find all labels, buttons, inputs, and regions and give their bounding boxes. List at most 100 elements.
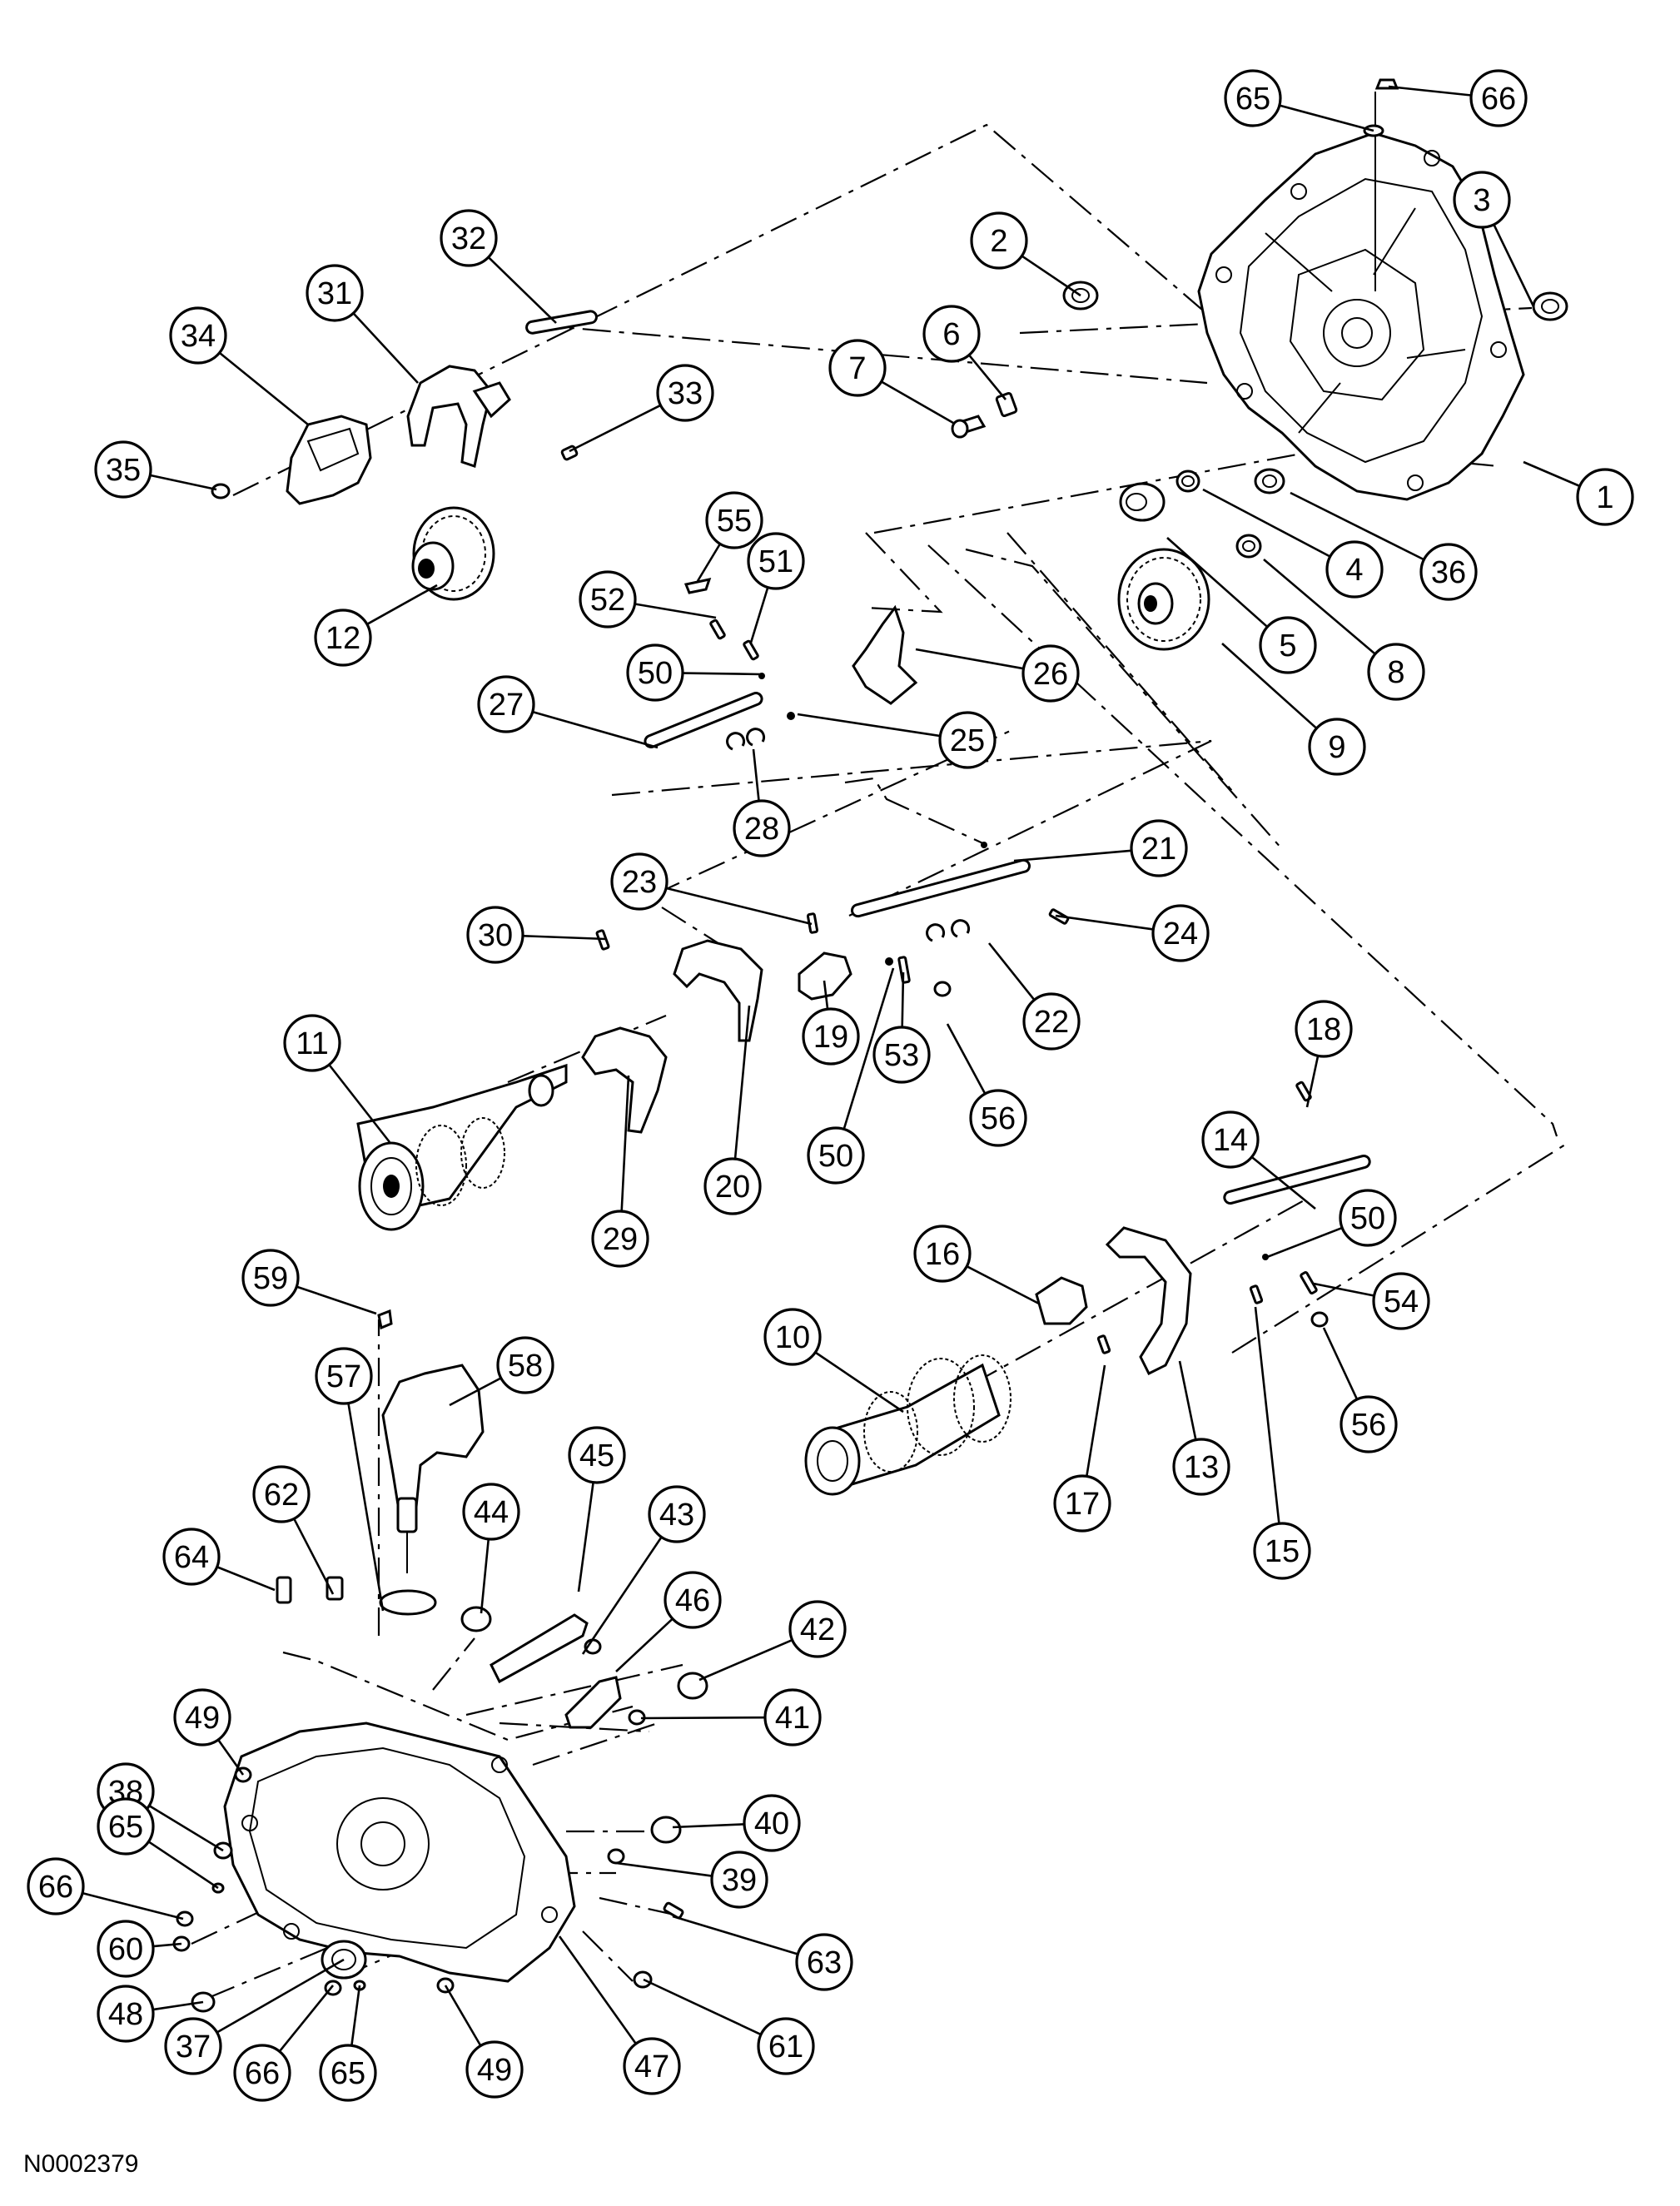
callout-63: 63 [795, 1933, 853, 1991]
leader-line-21 [1013, 849, 1132, 862]
leader-line-27 [532, 710, 659, 749]
leader-line-64 [216, 1566, 276, 1592]
callout-49: 49 [173, 1688, 231, 1746]
leader-line-59 [296, 1285, 377, 1315]
callout-number: 54 [1384, 1284, 1419, 1319]
callout-9: 9 [1308, 718, 1366, 776]
callout-50: 50 [807, 1126, 865, 1185]
callout-circle [703, 1157, 762, 1215]
callout-circle [283, 1014, 341, 1072]
callout-circle [656, 364, 714, 422]
callout-circle [757, 2017, 815, 2075]
differential-gear [1117, 548, 1210, 651]
callout-circle [1021, 644, 1080, 703]
callout-circle [466, 906, 524, 964]
callout-65: 65 [1224, 69, 1282, 127]
callout-number: 22 [1034, 1005, 1069, 1040]
callout-number: 33 [668, 376, 703, 411]
callout-number: 13 [1184, 1450, 1219, 1485]
leader-line-11 [328, 1064, 391, 1143]
callout-circle [162, 1528, 221, 1586]
callout-number: 20 [715, 1170, 750, 1205]
callout-66: 66 [233, 2044, 291, 2102]
callout-46: 46 [664, 1571, 722, 1629]
callout-number: 64 [174, 1540, 209, 1575]
callout-number: 40 [754, 1806, 789, 1841]
callout-36: 36 [1419, 543, 1478, 601]
callout-circle [1022, 992, 1081, 1051]
callout-circle [1224, 69, 1282, 127]
callout-number: 10 [775, 1320, 810, 1355]
callout-number: 53 [884, 1038, 919, 1073]
callout-19: 19 [802, 1007, 860, 1066]
leader-line-42 [698, 1638, 793, 1682]
callout-circle [164, 2017, 222, 2075]
shift-fork-upper-assembly [211, 310, 598, 505]
callout-circle [938, 711, 997, 769]
leader-line-61 [643, 1978, 762, 2036]
callout-circle [802, 1007, 860, 1066]
callout-15: 15 [1253, 1522, 1311, 1580]
leader-line-3 [1493, 224, 1535, 307]
callout-number: 44 [474, 1495, 509, 1530]
leader-line-65 [1279, 104, 1374, 132]
callout-61: 61 [757, 2017, 815, 2075]
callout-number: 49 [185, 1701, 220, 1736]
leader-line-40 [672, 1823, 745, 1829]
callout-55: 55 [705, 491, 763, 549]
callout-number: 31 [317, 276, 352, 311]
callout-number: 16 [925, 1237, 960, 1272]
leader-line-60 [152, 1942, 182, 1948]
leader-line-6 [967, 354, 1007, 400]
callout-circle [1325, 540, 1384, 599]
transaxle-case [1197, 92, 1525, 501]
callout-65: 65 [319, 2044, 377, 2102]
callout-number: 1 [1596, 480, 1613, 515]
shift-rail-upper [644, 577, 987, 848]
leader-line-53 [901, 971, 905, 1028]
leader-line-37 [216, 1958, 345, 2034]
leader-line-39 [615, 1861, 713, 1877]
callout-number: 35 [106, 453, 141, 488]
callout-number: 9 [1328, 730, 1345, 765]
leader-line-33 [569, 404, 662, 453]
callout-number: 11 [296, 1026, 328, 1061]
callout-circle [579, 570, 637, 629]
callout-circle [568, 1426, 626, 1484]
callout-number: 18 [1306, 1012, 1341, 1047]
callout-circle [315, 1347, 373, 1405]
callout-circle [828, 339, 887, 397]
leader-line-32 [487, 256, 557, 324]
callout-circle [496, 1336, 554, 1394]
leader-line-23 [665, 887, 813, 926]
callout-48: 48 [97, 1985, 155, 2043]
callout-circle [97, 1985, 155, 2043]
callout-number: 4 [1345, 553, 1363, 588]
callout-circle [173, 1688, 231, 1746]
callout-circle [477, 675, 535, 733]
leader-line-2 [1021, 255, 1081, 297]
callout-number: 3 [1473, 183, 1490, 218]
leader-line-57 [347, 1403, 385, 1612]
callout-number: 47 [634, 2049, 669, 2084]
leader-line-65 [147, 1841, 219, 1890]
leader-line-13 [1178, 1360, 1197, 1440]
callout-number: 58 [508, 1349, 543, 1384]
callout-43: 43 [648, 1485, 706, 1543]
callout-circle [1308, 718, 1366, 776]
leader-line-22 [987, 942, 1036, 1001]
leader-line-30 [522, 934, 607, 941]
callout-number: 39 [722, 1863, 757, 1898]
callout-circle [1576, 468, 1634, 526]
callout-number: 14 [1213, 1123, 1248, 1158]
callout-balloons: 1234567891011121314151617181920212223242… [27, 69, 1634, 2102]
callout-circle [969, 1089, 1027, 1147]
leader-line-62 [292, 1518, 335, 1595]
callout-number: 51 [758, 544, 793, 579]
callout-number: 6 [942, 317, 960, 352]
leader-line-58 [449, 1377, 502, 1407]
callout-circle [1419, 543, 1478, 601]
callout-number: 5 [1279, 629, 1296, 663]
callout-circle [462, 1483, 520, 1541]
callout-45: 45 [568, 1426, 626, 1484]
